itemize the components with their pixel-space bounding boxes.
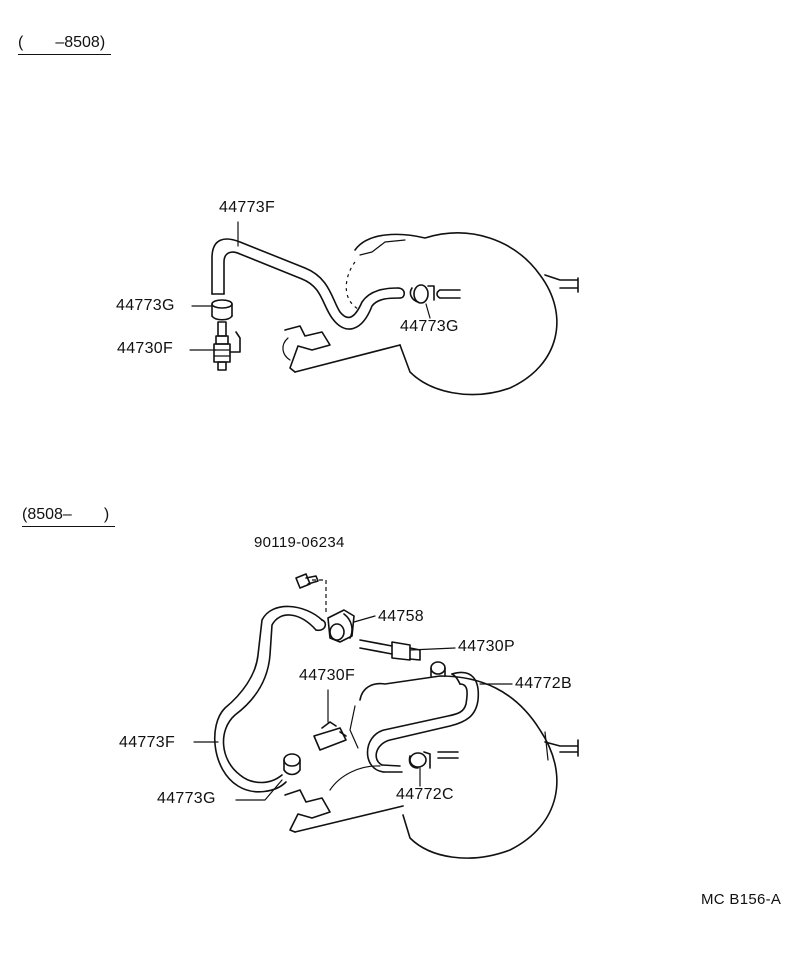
clamp-44773G-upper-right: [409, 284, 461, 304]
label-clamp-44773G-lower: 44773G: [157, 790, 216, 807]
label-clamp-44773G-upper-left: 44773G: [116, 297, 175, 314]
clamp-44773G-lower: [283, 753, 301, 776]
diagram-code: MC B156-A: [701, 891, 782, 908]
bolt-guide-dashed: [312, 579, 327, 612]
clamp-44773G-upper-left: [211, 299, 233, 321]
label-bracket-44758: 44758: [378, 608, 424, 625]
bracket-44758: [327, 609, 376, 643]
clamp-44772C: [408, 751, 459, 787]
label-hose-44773F-upper: 44773F: [219, 199, 276, 216]
leader-lines-upper: [189, 221, 431, 351]
intake-manifold-lower: [284, 765, 404, 833]
brake-booster-lower: [349, 675, 579, 859]
clamp-44772B-area: [430, 661, 446, 677]
bolt-90119-06234: [295, 573, 319, 589]
hose-44773F-lower: [213, 605, 327, 793]
intake-manifold-upper: [282, 325, 401, 373]
brake-booster-upper: [345, 232, 579, 396]
section-2-range-label: (8508– ): [22, 500, 116, 527]
label-clamp-44772C: 44772C: [396, 786, 454, 803]
label-check-valve-44730P: 44730P: [458, 638, 515, 655]
label-valve-44730F-upper: 44730F: [117, 340, 174, 357]
hose-44772B: [366, 671, 513, 773]
label-bolt-90119-06234: 90119-06234: [254, 534, 345, 551]
label-clamp-44773G-upper-right: 44773G: [400, 318, 459, 335]
valve-44730F-lower: [313, 689, 347, 751]
hose-44773F-upper: [211, 238, 406, 330]
label-hose-44773F-lower: 44773F: [119, 734, 176, 751]
section-1-range-label: ( –8508): [18, 28, 112, 55]
valve-44730F-upper: [213, 321, 241, 371]
label-hose-44772B: 44772B: [515, 675, 572, 692]
leader-lines-lower: [193, 741, 283, 801]
label-valve-44730F-lower: 44730F: [299, 667, 356, 684]
check-valve-44730P: [359, 639, 456, 661]
